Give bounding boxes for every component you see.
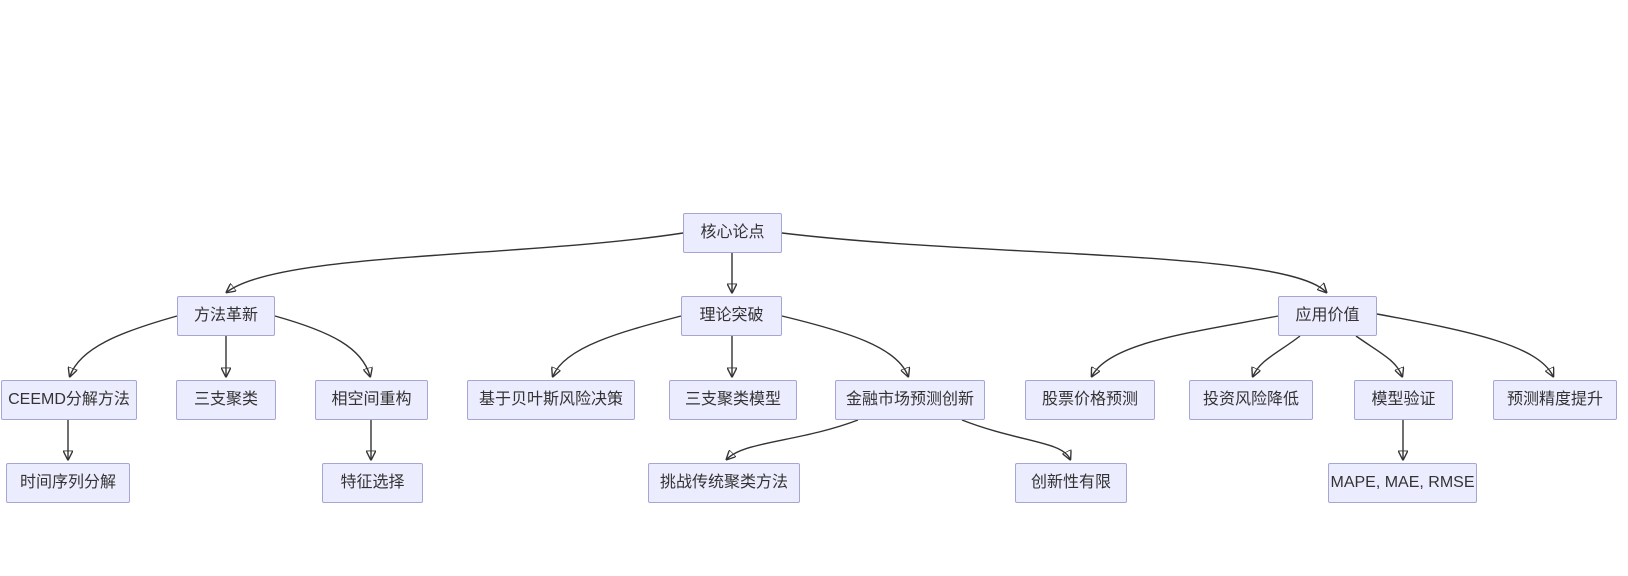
- node-time-series-decomposition: 时间序列分解: [6, 463, 130, 503]
- edge-theory-fin-innov: [781, 315, 908, 376]
- node-application-value: 应用价值: [1278, 296, 1377, 336]
- node-prediction-accuracy-improvement: 预测精度提升: [1493, 380, 1617, 420]
- node-theory-breakthrough: 理论突破: [681, 296, 782, 336]
- edge-core-application: [781, 232, 1326, 292]
- edge-core-method: [227, 232, 684, 292]
- node-phase-space-reconstruction: 相空间重构: [315, 380, 428, 420]
- node-core-thesis: 核心论点: [683, 213, 782, 253]
- node-bayesian-risk-decision: 基于贝叶斯风险决策: [467, 380, 635, 420]
- edge-method-ceemd: [70, 315, 178, 376]
- edge-application-accuracy: [1376, 313, 1553, 376]
- edge-application-stock: [1092, 315, 1279, 376]
- edge-application-validation: [1355, 335, 1402, 376]
- edge-fin-innov-limited: [961, 419, 1070, 459]
- node-ceemd-decomposition: CEEMD分解方法: [1, 380, 137, 420]
- node-evaluation-metrics: MAPE, MAE, RMSE: [1328, 463, 1477, 503]
- node-challenge-traditional-clustering: 挑战传统聚类方法: [648, 463, 800, 503]
- edge-method-phase: [274, 315, 370, 376]
- edge-theory-bayes: [553, 315, 682, 376]
- node-three-way-clustering: 三支聚类: [176, 380, 276, 420]
- node-financial-market-forecast-innovation: 金融市场预测创新: [835, 380, 985, 420]
- node-method-innovation: 方法革新: [177, 296, 275, 336]
- edge-fin-innov-challenge: [727, 419, 859, 459]
- node-three-way-clustering-model: 三支聚类模型: [669, 380, 797, 420]
- node-stock-price-prediction: 股票价格预测: [1025, 380, 1155, 420]
- node-investment-risk-reduction: 投资风险降低: [1189, 380, 1313, 420]
- node-limited-novelty: 创新性有限: [1015, 463, 1127, 503]
- edge-application-risk: [1253, 335, 1301, 376]
- node-feature-selection: 特征选择: [322, 463, 423, 503]
- node-model-validation: 模型验证: [1354, 380, 1453, 420]
